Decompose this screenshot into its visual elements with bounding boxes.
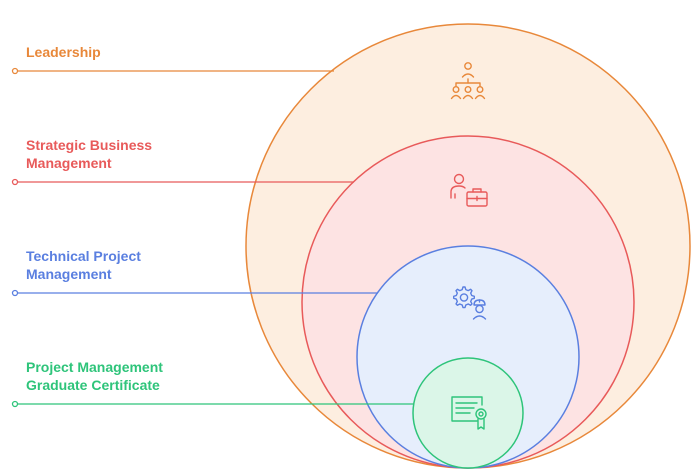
label-technical-project-management: Technical Project Management <box>26 247 141 283</box>
businessperson-briefcase-icon <box>450 173 488 207</box>
label-pm-graduate-certificate: Project Management Graduate Certificate <box>26 358 163 394</box>
gear-engineer-icon <box>453 286 487 320</box>
label-pm-line-2: Graduate Certificate <box>26 377 160 393</box>
label-leadership-line-1: Leadership <box>26 44 101 60</box>
label-leadership: Leadership <box>26 43 101 61</box>
technical-connector <box>11 289 378 297</box>
label-technical-line-2: Management <box>26 266 112 282</box>
label-technical-line-1: Technical Project <box>26 248 141 264</box>
label-pm-line-1: Project Management <box>26 359 163 375</box>
certificate-icon <box>451 396 487 430</box>
team-hierarchy-icon <box>450 62 486 100</box>
strategic-connector <box>11 178 354 186</box>
leadership-connector <box>11 67 334 75</box>
label-strategic-business-management: Strategic Business Management <box>26 136 152 172</box>
label-strategic-line-1: Strategic Business <box>26 137 153 153</box>
pm-certificate-connector <box>11 400 414 408</box>
label-strategic-line-2: Management <box>26 155 112 171</box>
